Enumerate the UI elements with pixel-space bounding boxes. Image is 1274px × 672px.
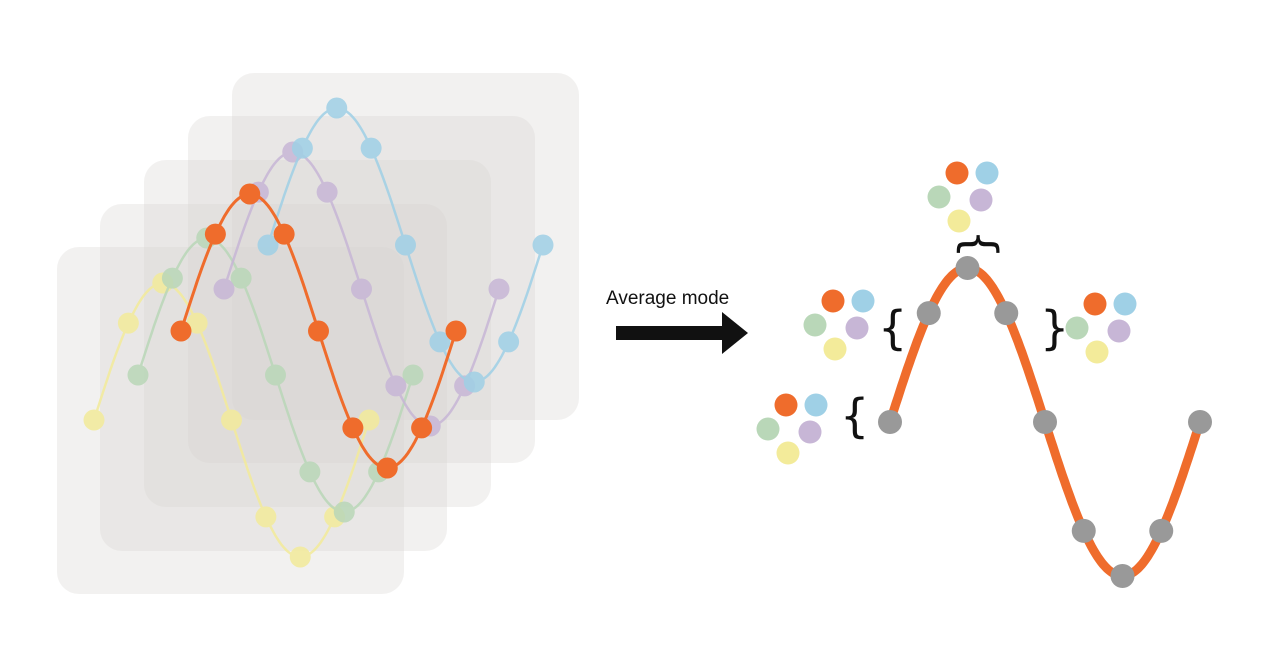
group-dot-blue [851,289,875,313]
wave-node-yellow [83,409,105,431]
wave-node-purple [316,181,338,203]
wave-node-blue [429,331,451,353]
wave-node-blue [498,331,520,353]
wave-node-purple [213,278,235,300]
brace-left-bottom: { [840,389,869,443]
color-groups [756,161,1137,465]
average-node [878,410,902,434]
wave-node-orange [273,223,295,245]
wave-node-green [230,267,252,289]
arrow-head [722,312,748,354]
brace-left-top: { [878,301,907,355]
braces: { { } { [840,229,1069,443]
average-node [1188,410,1212,434]
group-dot-blue [804,393,828,417]
group-dot-orange [774,393,798,417]
group-dot-blue [975,161,999,185]
wave-node-orange [308,320,329,342]
color-group [803,289,875,361]
group-dot-green [756,417,780,441]
wave-node-blue [532,234,554,256]
color-group [1065,292,1137,364]
wave-node-yellow [117,312,139,334]
arrow-label: Average mode [606,288,730,309]
wave-node-yellow [186,312,208,334]
group-dot-yellow [1085,340,1109,364]
wave-node-blue [257,234,279,256]
average-node [916,301,941,326]
wave-node-yellow [221,409,242,431]
wave-node-purple [385,375,407,397]
group-dot-purple [1107,319,1131,343]
wave-orange [170,183,467,479]
wave-node-orange [170,320,192,342]
source-waves [83,97,554,568]
average-node [955,256,980,280]
wave-node-blue [326,97,348,119]
wave-node-green [333,501,355,523]
wave-node-orange [411,417,433,439]
group-dot-blue [1113,292,1137,316]
wave-node-green [402,364,424,386]
wave-node-blue [360,137,382,159]
wave-blue [257,97,554,393]
group-dot-yellow [823,337,847,361]
average-node [994,301,1019,326]
color-group [927,161,999,233]
group-dot-green [803,313,827,337]
wave-node-yellow [358,409,380,431]
average-node [1071,518,1096,543]
wave-node-yellow [255,506,277,528]
wave-node-orange [445,320,467,342]
wave-node-green [127,364,149,386]
group-dot-orange [945,161,969,185]
wave-node-orange [342,417,364,439]
wave-node-blue [395,234,416,256]
average-node [1110,564,1135,588]
average-wave [878,256,1212,588]
brace-top: { [953,229,1007,258]
average-node [1033,410,1057,434]
wave-node-green [265,364,286,386]
wave-node-purple [351,278,372,300]
group-dot-orange [821,289,845,313]
brace-right: } [1040,301,1069,355]
arrow-shaft [616,326,724,340]
group-dot-yellow [947,209,971,233]
group-dot-purple [969,188,993,212]
color-group [756,393,828,465]
average-arrow [616,312,748,354]
wave-node-green [161,267,183,289]
group-dot-orange [1083,292,1107,316]
wave-node-orange [239,183,261,205]
wave-node-orange [204,223,226,245]
wave-node-yellow [289,546,311,568]
wave-node-orange [376,457,398,479]
wave-node-blue [291,137,313,159]
average-node [1149,518,1174,543]
group-dot-purple [845,316,869,340]
group-dot-purple [798,420,822,444]
group-dot-green [1065,316,1089,340]
group-dot-yellow [776,441,800,465]
wave-node-green [299,461,321,483]
wave-node-purple [488,278,510,300]
group-dot-green [927,185,951,209]
wave-node-blue [463,371,485,393]
